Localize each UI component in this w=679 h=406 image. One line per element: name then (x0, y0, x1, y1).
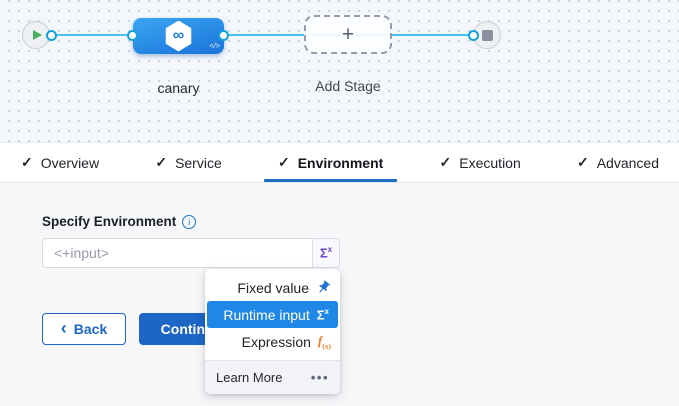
environment-tab-panel: Specify Environment i Σx ‹ Back Continue… (0, 183, 679, 406)
ellipsis-icon[interactable]: ••• (310, 370, 329, 385)
tab-label: Overview (40, 154, 100, 171)
info-icon[interactable]: i (182, 214, 197, 229)
input-type-dropdown: Fixed value Runtime input Σx Expression … (205, 269, 340, 394)
plus-icon: + (341, 23, 355, 46)
port-canary-in[interactable] (127, 30, 138, 41)
tab-advanced[interactable]: ✓ Advanced (569, 143, 667, 182)
fx-expression-icon: f(x) (317, 332, 331, 351)
runtime-input-type-button[interactable]: Σx (312, 239, 339, 267)
pipeline-start-node[interactable] (22, 21, 50, 49)
code-icon: </> (209, 43, 220, 51)
deployment-hexagon-icon: ∞ (165, 20, 192, 52)
canary-stage-label: canary (157, 80, 200, 96)
tab-execution[interactable]: ✓ Execution (432, 143, 529, 182)
learn-more-row[interactable]: Learn More ••• (205, 360, 340, 394)
check-icon: ✓ (155, 154, 168, 170)
specify-environment-label: Specify Environment (42, 214, 177, 229)
pipeline-canvas: ∞ </> + canary Add Stage (0, 0, 679, 143)
learn-more-label: Learn More (216, 370, 283, 385)
tab-label: Advanced (596, 154, 659, 171)
menu-item-label: Runtime input (223, 306, 310, 323)
tab-service[interactable]: ✓ Service (147, 143, 229, 182)
tab-label: Environment (297, 154, 384, 171)
play-icon (33, 30, 42, 40)
stage-node-canary[interactable]: ∞ </> (133, 18, 224, 54)
add-stage-label: Add Stage (315, 78, 381, 94)
stage-config-tabbar: ✓ Overview ✓ Service ✓ Environment ✓ Exe… (0, 143, 679, 183)
menu-item-label: Fixed value (237, 279, 309, 296)
check-icon: ✓ (439, 154, 452, 170)
pipeline-connector-line (36, 34, 480, 36)
back-button-label: Back (73, 321, 108, 337)
tab-label: Service (175, 154, 222, 171)
menu-item-expression[interactable]: Expression f(x) (205, 328, 340, 355)
check-icon: ✓ (21, 154, 33, 170)
pin-icon (319, 280, 331, 293)
sigma-icon: Σx (319, 245, 333, 261)
tab-label: Execution (459, 154, 521, 171)
port-stop-in[interactable] (468, 30, 479, 41)
check-icon: ✓ (576, 154, 589, 170)
menu-item-runtime-input[interactable]: Runtime input Σx (207, 301, 338, 328)
port-start-out[interactable] (46, 30, 57, 41)
stop-icon (481, 29, 493, 41)
back-button[interactable]: ‹ Back (42, 313, 126, 345)
tab-overview[interactable]: ✓ Overview (13, 143, 107, 182)
menu-item-fixed-value[interactable]: Fixed value (205, 274, 340, 301)
add-stage-node[interactable]: + (304, 15, 392, 54)
port-canary-out[interactable] (218, 30, 229, 41)
sigma-icon: Σx (316, 306, 329, 323)
tab-environment[interactable]: ✓ Environment (263, 143, 398, 182)
environment-input-group: Σx (42, 238, 340, 268)
check-icon: ✓ (277, 154, 290, 170)
environment-input[interactable] (43, 239, 312, 267)
menu-item-label: Expression (241, 333, 311, 350)
